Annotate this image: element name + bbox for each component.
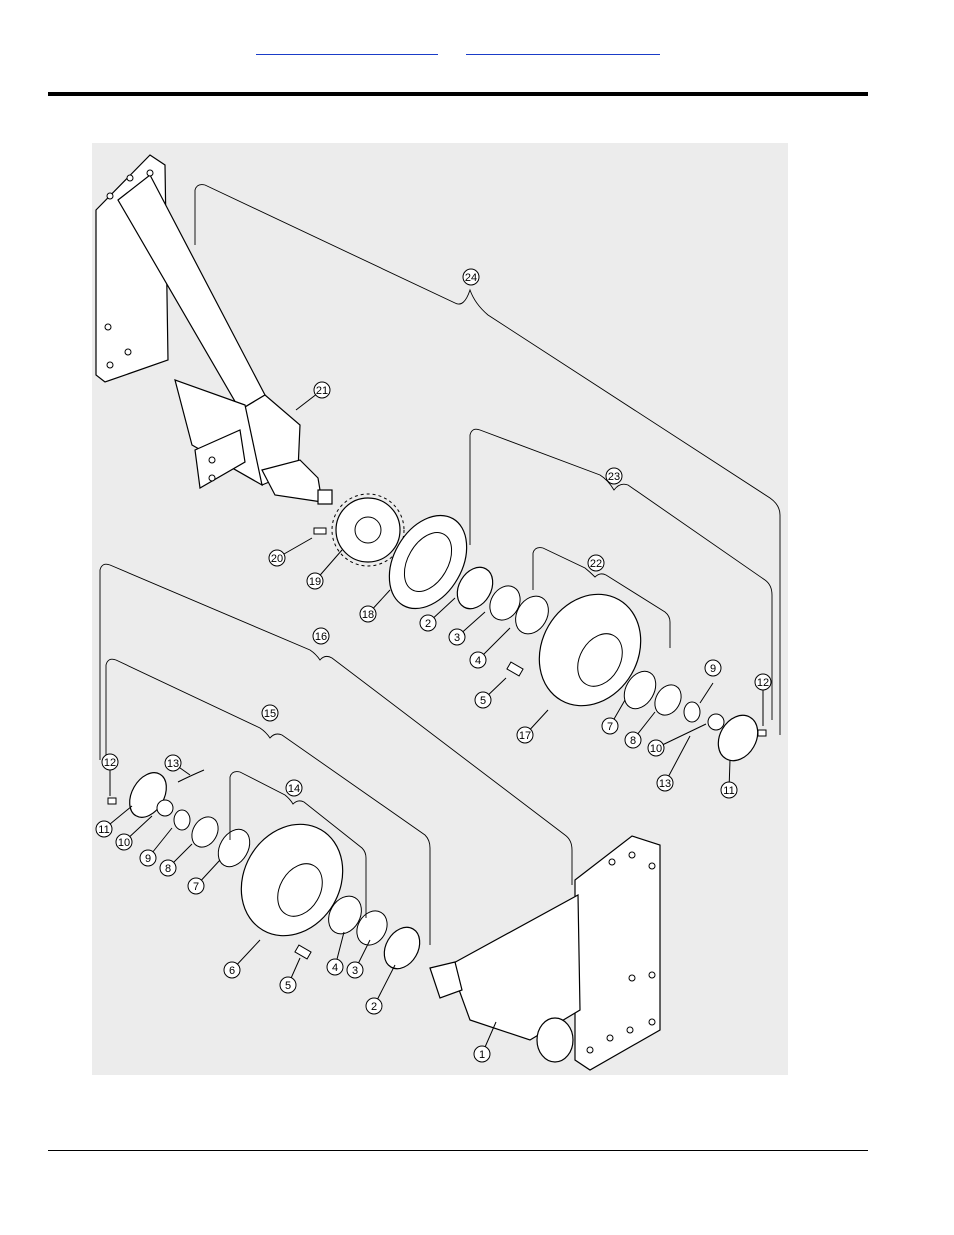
svg-text:15: 15 [264,708,276,720]
svg-text:8: 8 [630,735,636,747]
svg-text:19: 19 [309,576,321,588]
callout-16: 16 [313,628,329,644]
svg-text:11: 11 [723,785,734,797]
callout-3-upper: 3 [449,629,465,645]
callout-12-lower: 12 [102,754,118,770]
svg-text:4: 4 [332,962,338,974]
callout-3-lower: 3 [347,962,363,978]
callout-7-upper: 7 [602,718,618,734]
callout-9-lower: 9 [140,850,156,866]
callout-5-lower: 5 [280,977,296,993]
svg-text:20: 20 [271,553,283,565]
svg-text:3: 3 [352,965,358,977]
callout-4-lower: 4 [327,959,343,975]
callout-1: 1 [474,1046,490,1062]
svg-text:17: 17 [519,730,531,742]
callout-6: 6 [224,962,240,978]
callout-19: 19 [307,573,323,589]
svg-text:1: 1 [479,1049,485,1061]
callout-24: 24 [463,269,479,285]
callout-11-lower: 11 [96,821,112,837]
callout-23: 23 [606,468,622,484]
callout-9-upper: 9 [705,660,721,676]
callout-18: 18 [360,606,376,622]
svg-text:9: 9 [710,663,716,675]
svg-text:23: 23 [608,471,620,483]
svg-text:10: 10 [118,837,130,849]
callout-5-upper: 5 [475,692,491,708]
svg-text:16: 16 [315,631,327,643]
svg-text:14: 14 [288,783,300,795]
callout-10-upper: 10 [648,740,664,756]
svg-text:12: 12 [104,757,116,769]
svg-text:24: 24 [465,272,477,284]
svg-text:6: 6 [229,965,235,977]
svg-text:21: 21 [316,385,328,397]
svg-text:7: 7 [607,721,613,733]
svg-text:22: 22 [590,558,602,570]
callout-21: 21 [314,382,330,398]
callout-20: 20 [269,550,285,566]
callout-4-upper: 4 [470,652,486,668]
callout-22: 22 [588,555,604,571]
footer-rule [48,1150,868,1151]
svg-text:18: 18 [362,609,374,621]
callout-13-lower: 13 [165,755,181,771]
bolt-20 [314,528,326,534]
callout-10-lower: 10 [116,834,132,850]
callout-8-lower: 8 [160,860,176,876]
callout-11-upper: 11 [721,782,737,798]
callout-17: 17 [517,727,533,743]
callout-13-upper: 13 [657,775,673,791]
svg-text:8: 8 [165,863,171,875]
svg-text:5: 5 [285,980,291,992]
svg-text:11: 11 [98,824,109,836]
callout-14: 14 [286,780,302,796]
svg-text:5: 5 [480,695,486,707]
svg-text:2: 2 [371,1001,377,1013]
svg-text:10: 10 [650,743,662,755]
svg-text:9: 9 [145,853,151,865]
svg-text:13: 13 [167,758,179,770]
svg-text:2: 2 [425,618,431,630]
svg-text:13: 13 [659,778,671,790]
svg-text:12: 12 [757,677,769,689]
svg-text:7: 7 [193,881,199,893]
callout-12-upper: 12 [755,674,771,690]
callout-8-upper: 8 [625,732,641,748]
svg-text:3: 3 [454,632,460,644]
callout-7-lower: 7 [188,878,204,894]
svg-text:4: 4 [475,655,481,667]
callout-2-upper: 2 [420,615,436,631]
callout-2-lower: 2 [366,998,382,1014]
callout-15: 15 [262,705,278,721]
